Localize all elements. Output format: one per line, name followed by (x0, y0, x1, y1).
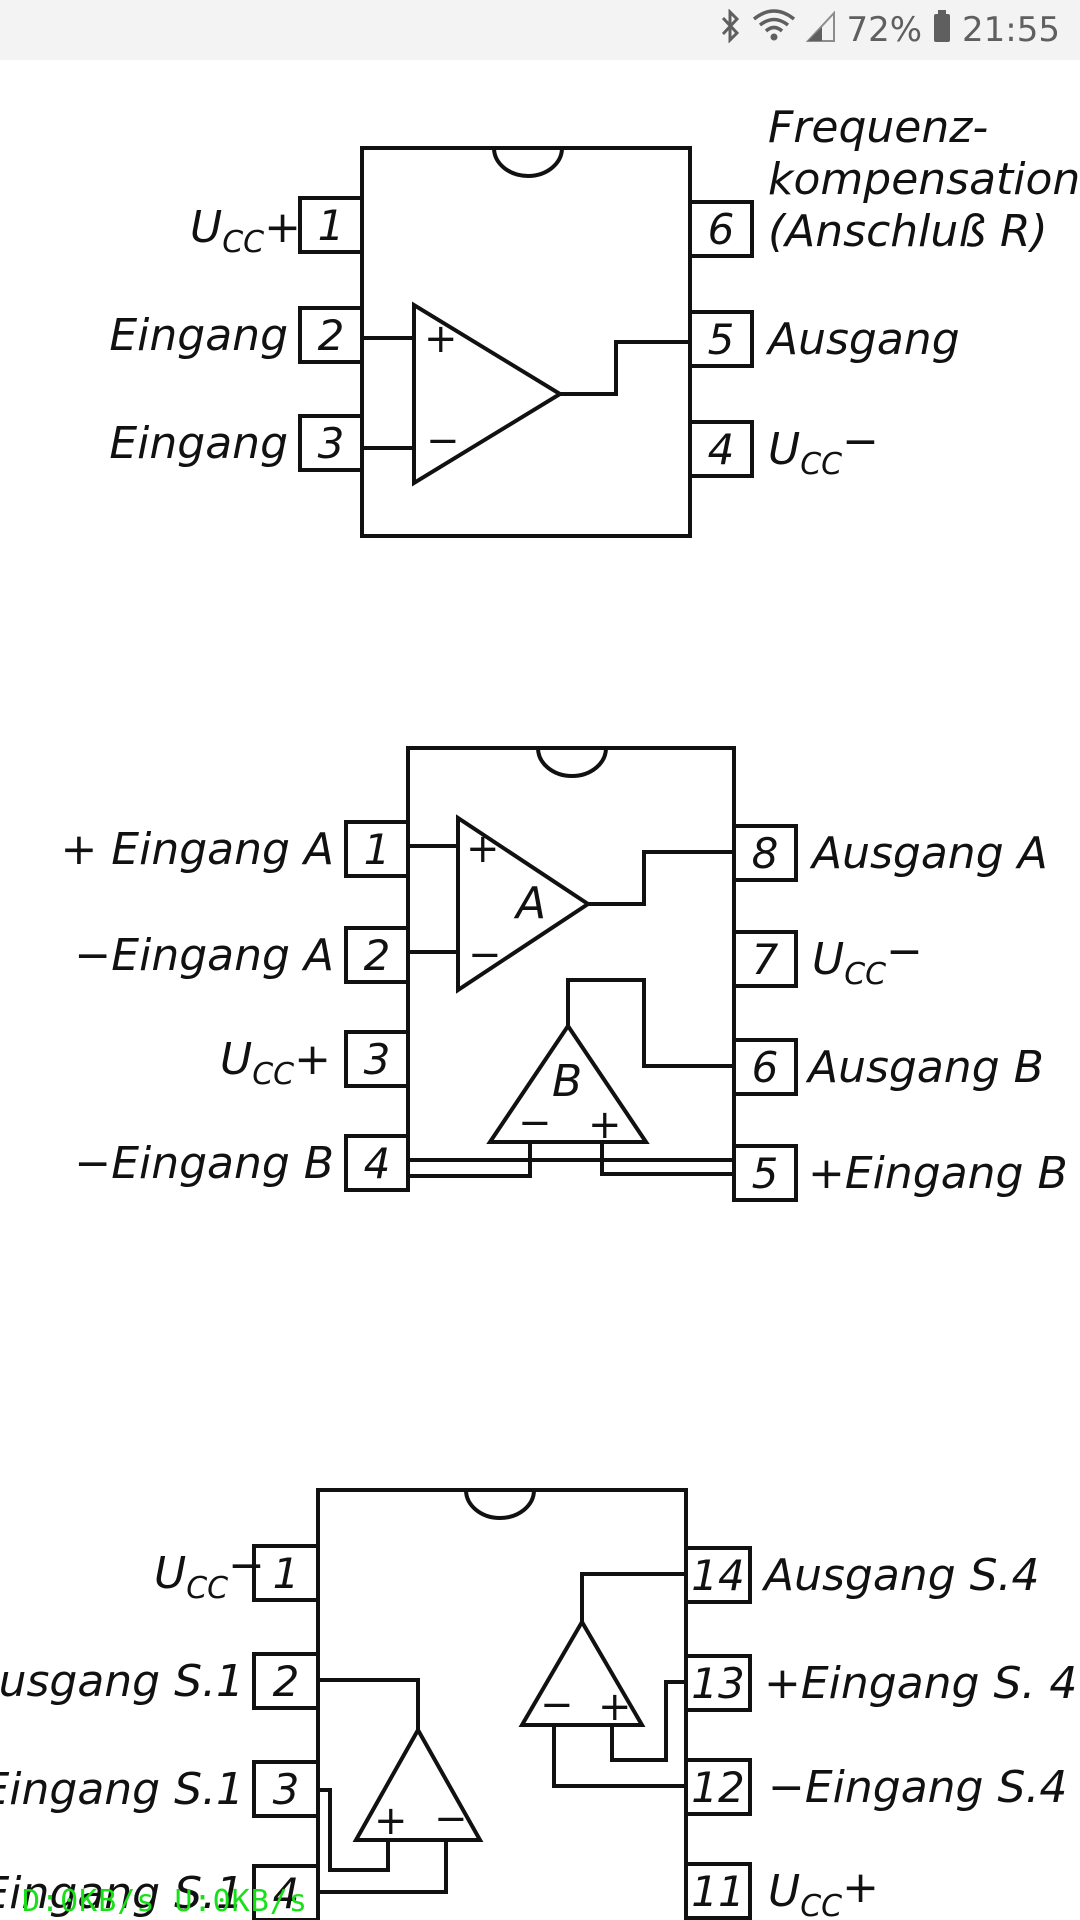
pin-label: (Anschluß R) (768, 206, 1048, 257)
pin-label: Ausgang (765, 314, 960, 365)
pin-label: kompensation (768, 154, 1080, 205)
pin-number: 12 (691, 1763, 744, 1812)
battery-icon (932, 9, 952, 52)
pin-number: 4 (708, 425, 735, 474)
amp-minus-sign: − (540, 1682, 574, 1728)
amp-minus-sign: − (426, 418, 460, 464)
pin-label: UCC+ (768, 1862, 879, 1920)
pin-number: 1 (364, 825, 391, 874)
pin-number: 11 (691, 1867, 744, 1916)
wifi-icon (752, 8, 796, 52)
pin-number: 3 (318, 419, 345, 468)
ic-pinout-diagram: 1 2 3 4 5 6 UCC+ Eingang Eingang Frequen… (0, 102, 1080, 1920)
pin-label: UCC+ (190, 202, 301, 260)
image-viewer[interactable]: 1 2 3 4 5 6 UCC+ Eingang Eingang Frequen… (0, 60, 1080, 1920)
pin-label: Ausgang A (809, 828, 1048, 879)
pin-number: 1 (273, 1549, 300, 1598)
pin-number: 7 (752, 935, 779, 984)
pin-label: UCC− (154, 1540, 265, 1606)
amp-b-label: B (552, 1056, 582, 1107)
pin-number: 4 (364, 1139, 391, 1188)
amp-plus-sign: + (466, 826, 500, 872)
amp-plus-sign: + (424, 316, 458, 362)
pin-number: 14 (691, 1551, 744, 1600)
pin-label: Ausgang S.4 (761, 1550, 1040, 1601)
amp-minus-sign: − (468, 932, 502, 978)
pin-label: UCC− (768, 416, 879, 482)
pin-number: 3 (273, 1765, 300, 1814)
pin-label: −Eingang A (74, 930, 334, 981)
pin-number: 5 (708, 315, 735, 364)
pin-number: 5 (752, 1149, 779, 1198)
pin-label: −Eingang S.4 (768, 1762, 1067, 1813)
pin-number: 6 (708, 205, 735, 254)
pin-number: 4 (273, 1869, 300, 1918)
pin-number: 1 (318, 201, 345, 250)
pin-label: −Eingang S.1 (0, 1868, 244, 1919)
amp-a-label: A (513, 878, 546, 929)
pin-label: Frequenz- (768, 102, 988, 153)
pin-label: + Eingang A (60, 824, 334, 875)
pin-label: UCC− (812, 926, 923, 992)
amp-plus-sign: + (598, 1684, 632, 1730)
ic-package-2 (344, 746, 798, 1202)
amp-plus-sign: + (588, 1102, 622, 1148)
pin-number: 8 (752, 829, 779, 878)
pin-label: +Eingang B (808, 1148, 1068, 1199)
pin-number: 13 (691, 1659, 744, 1708)
pin-label: +Eingang S. 4 (764, 1658, 1077, 1709)
network-speed-overlay: D:0KB/s U:0KB/s (22, 1884, 308, 1919)
status-bar: 72% 21:55 (0, 0, 1080, 60)
pin-number: 2 (364, 931, 391, 980)
pin-number: 2 (273, 1657, 300, 1706)
pin-number: 2 (318, 311, 345, 360)
pin-label: Eingang (109, 418, 288, 469)
pin-label: + Eingang S.1 (0, 1764, 244, 1815)
battery-percent: 72% (846, 10, 923, 50)
clock: 21:55 (962, 10, 1060, 50)
pin-number: 3 (364, 1035, 391, 1084)
amp-plus-sign: + (374, 1798, 408, 1844)
pin-label: Ausgang B (805, 1042, 1044, 1093)
ic-package-1 (298, 146, 754, 538)
ic-package-3 (252, 1488, 752, 1920)
amp-minus-sign: − (518, 1100, 552, 1146)
pin-label: −Eingang B (74, 1138, 334, 1189)
pin-label: Eingang (109, 310, 288, 361)
status-icons: 72% 21:55 (720, 0, 1060, 60)
signal-icon (806, 9, 836, 52)
pin-label: UCC+ (220, 1034, 331, 1092)
pin-number: 6 (752, 1043, 779, 1092)
bluetooth-icon (720, 7, 742, 52)
pin-label: Ausgang S.1 (0, 1656, 244, 1707)
amp-minus-sign: − (434, 1796, 468, 1842)
